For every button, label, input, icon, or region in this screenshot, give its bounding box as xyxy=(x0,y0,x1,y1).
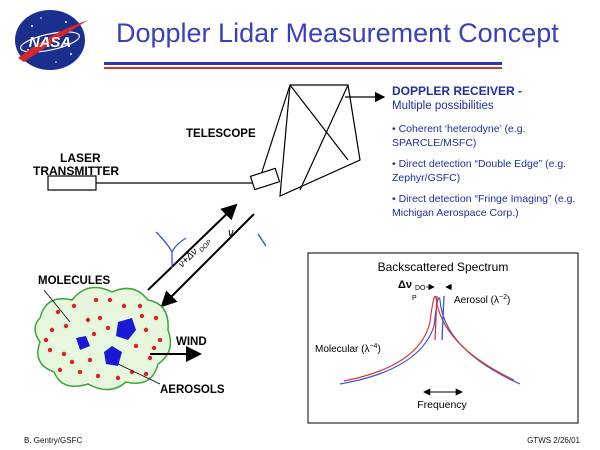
slide-title: Doppler Lidar Measurement Concept xyxy=(116,18,559,48)
telescope xyxy=(249,84,361,197)
frequency-label: Frequency xyxy=(417,399,467,411)
molecule-dot xyxy=(47,347,53,353)
delta-nu-label: Δν DO P xyxy=(398,279,426,302)
molecule-dot xyxy=(105,325,111,331)
molecule-dot xyxy=(69,359,75,365)
svg-text:Δν: Δν xyxy=(398,279,412,291)
molecules-pointer xyxy=(43,289,71,323)
molecule-dot xyxy=(93,297,99,303)
nu-dop-label: ν+Δν DOP xyxy=(176,238,213,270)
molecule-dot xyxy=(49,327,55,333)
svg-text:ν+Δν: ν+Δν xyxy=(176,246,200,270)
laser-transmitter-box xyxy=(47,175,97,191)
receiver-item: • Coherent ‘heterodyne’ (e.g. SPARCLE/MS… xyxy=(392,123,526,149)
molecule-dot xyxy=(137,303,143,309)
molecule-dot xyxy=(143,327,149,333)
molecular-curve-red xyxy=(343,295,515,382)
aerosol-peak-blue xyxy=(441,295,445,341)
receiver-title: DOPPLER RECEIVER - xyxy=(392,84,523,98)
outgoing-arrow xyxy=(147,203,238,291)
receiver-item: • Direct detection “Fringe Imaging” (e.g… xyxy=(392,193,576,219)
aerosol-particle xyxy=(116,318,136,340)
telescope-label: TELESCOPE xyxy=(186,128,256,140)
spectrum-glyph-outgoing xyxy=(257,233,267,247)
svg-text:DOP: DOP xyxy=(198,238,213,253)
title-rule-blue xyxy=(104,62,502,65)
molecule-dot xyxy=(157,337,163,343)
nasa-logo-text: NASA xyxy=(29,34,72,51)
svg-text:DO: DO xyxy=(415,285,426,292)
telescope-tube xyxy=(279,84,361,197)
molecule-dot xyxy=(151,345,157,351)
footer-right: GTWS 2/26/01 xyxy=(527,436,580,445)
nasa-logo: NASA xyxy=(15,10,88,70)
spectrum-title: Backscattered Spectrum xyxy=(378,260,509,274)
molecular-spectrum-label: Molecular (λ−4) xyxy=(315,343,381,355)
svg-text:Aerosol (λ−2): Aerosol (λ−2) xyxy=(454,294,510,306)
molecule-dot xyxy=(95,373,101,379)
wind-label: WIND xyxy=(176,336,207,348)
receiver-list: • Coherent ‘heterodyne’ (e.g. SPARCLE/MS… xyxy=(392,122,597,227)
molecule-dot xyxy=(87,357,93,363)
laser-label-line1: LASER xyxy=(60,151,101,165)
molecule-dot xyxy=(61,351,67,357)
molecule-dot xyxy=(147,355,153,361)
aerosols-label: AEROSOLS xyxy=(160,384,225,396)
svg-text:Molecular (λ−4): Molecular (λ−4) xyxy=(315,343,381,355)
molecule-dot xyxy=(97,315,103,321)
molecule-dot xyxy=(63,323,69,329)
receiver-subtitle: Multiple possibilities xyxy=(392,100,494,112)
molecule-dot xyxy=(133,343,139,349)
aerosol-peak-red xyxy=(434,295,438,341)
atmosphere-cloud xyxy=(34,286,172,391)
receiver-item: • Direct detection “Double Edge” (e.g. Z… xyxy=(392,158,567,184)
molecule-dot xyxy=(115,375,121,381)
footer-left: B. Gentry/GSFC xyxy=(24,436,83,445)
molecule-dot xyxy=(121,303,127,309)
molecule-dot xyxy=(43,337,49,343)
aerosol-spectrum-label: Aerosol (λ−2) xyxy=(454,294,510,306)
nu-label: ν xyxy=(228,227,234,239)
aerosol-particle xyxy=(104,346,122,366)
molecule-dot xyxy=(55,309,61,315)
aerosol-particle xyxy=(76,336,90,350)
spectrum-glyph-return xyxy=(155,231,187,268)
molecule-dot xyxy=(77,369,83,375)
molecule-dot xyxy=(85,317,91,323)
molecules-label: MOLECULES xyxy=(38,275,111,287)
return-arrow xyxy=(160,213,255,308)
svg-text:P: P xyxy=(412,295,417,302)
molecule-dot xyxy=(107,297,113,303)
molecule-dot xyxy=(153,315,159,321)
telescope-secondary xyxy=(249,167,281,191)
title-rule-red xyxy=(104,67,502,69)
laser-label-line2: TRANSMITTER xyxy=(33,164,119,178)
molecule-dot xyxy=(139,313,145,319)
spectrum-panel xyxy=(307,252,579,424)
molecule-dots xyxy=(43,297,163,381)
molecule-dot xyxy=(57,367,63,373)
aerosols-pointer xyxy=(117,363,161,385)
aerosol-particles xyxy=(76,318,136,366)
molecule-dot xyxy=(143,371,149,377)
molecule-dot xyxy=(71,303,77,309)
molecule-dot xyxy=(91,331,97,337)
